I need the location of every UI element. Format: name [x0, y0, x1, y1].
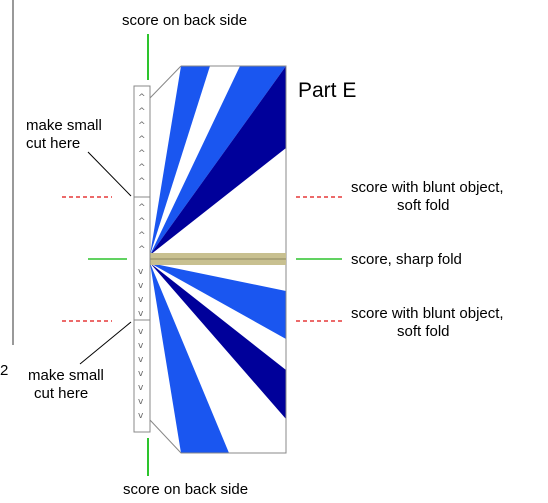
perforation-mark: ^	[138, 163, 146, 173]
perforation-mark: ^	[138, 245, 146, 255]
perforation-mark: ^	[138, 135, 146, 145]
part-label: Part E	[298, 79, 356, 102]
perforation-mark: v	[138, 267, 144, 277]
perforation-mark: ^	[138, 177, 146, 187]
perforation-mark: v	[138, 397, 144, 407]
upper-blue-wedge-1	[150, 66, 210, 255]
perforation-mark: v	[138, 327, 144, 337]
lower-blue-wedge-2	[150, 263, 286, 339]
perforation-mark: v	[138, 281, 144, 291]
perforation-mark: v	[138, 383, 144, 393]
cut-label-bottom-line1: make small	[28, 367, 104, 384]
perforation-mark: v	[138, 341, 144, 351]
bottom-score-label: score on back side	[123, 481, 248, 498]
perforation-mark: v	[138, 355, 144, 365]
lower-dark-wedge	[150, 263, 286, 419]
perforation-mark: v	[138, 411, 144, 421]
score-sharp-label: score, sharp fold	[351, 251, 462, 268]
top-score-label: score on back side	[122, 12, 247, 29]
perforation-mark: ^	[138, 217, 146, 227]
perforation-mark: v	[138, 369, 144, 379]
score-blunt-upper-line1: score with blunt object,	[351, 179, 504, 196]
perforation-mark: ^	[138, 107, 146, 117]
cut-label-bottom-line2: cut here	[34, 385, 88, 402]
cut-pointer-top	[87, 151, 132, 197]
cut-pointer-bottom	[79, 321, 132, 365]
score-blunt-upper-line2: soft fold	[397, 197, 450, 214]
perforation-mark: ^	[138, 203, 146, 213]
upper-dark-wedge	[150, 66, 286, 255]
lower-blue-wedge-1	[150, 263, 229, 453]
perforation-mark: ^	[138, 231, 146, 241]
page-number-fragment: 2	[0, 362, 8, 379]
cut-label-top-line2: cut here	[26, 135, 80, 152]
perforation-mark: ^	[138, 121, 146, 131]
score-blunt-lower-line1: score with blunt object,	[351, 305, 504, 322]
perforation-mark: ^	[138, 93, 146, 103]
perforation-mark: ^	[138, 149, 146, 159]
perforation-mark: v	[138, 309, 144, 319]
perforation-mark: v	[138, 295, 144, 305]
part-e-panel: ^ ^ ^ ^ ^ ^ ^ ^ ^ ^ ^ v v v v v v v v v …	[133, 65, 287, 454]
score-blunt-lower-line2: soft fold	[397, 323, 450, 340]
cut-label-top-line1: make small	[26, 117, 102, 134]
